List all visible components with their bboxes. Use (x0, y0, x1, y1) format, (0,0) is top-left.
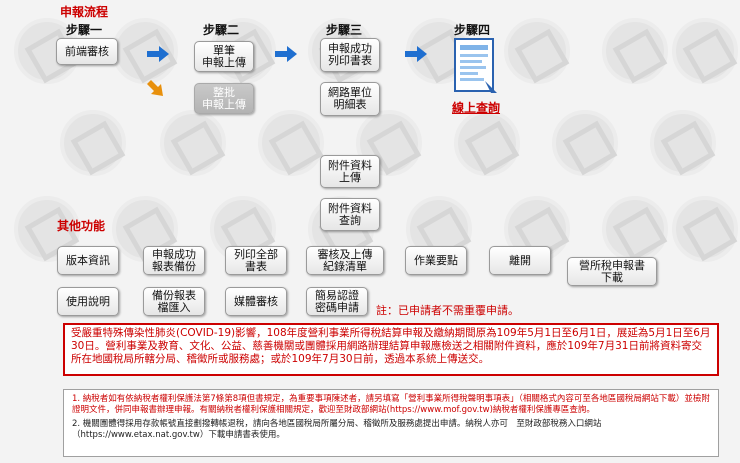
watermark-seal (60, 110, 126, 176)
attachment-query-button[interactable]: 附件資料 查詢 (320, 198, 380, 231)
online-unit-list-button[interactable]: 網路單位 明細表 (320, 82, 380, 116)
arrow-right-icon (275, 46, 297, 62)
print-success-report-button[interactable]: 申報成功 列印書表 (320, 38, 380, 72)
step-one-label: 步驟一 (66, 23, 103, 37)
watermark-seal (258, 110, 324, 176)
watermark-seal (552, 110, 618, 176)
watermark-seal (454, 110, 520, 176)
batch-upload-button: 整批 申報上傳 (194, 83, 254, 114)
watermark-seal (672, 196, 738, 262)
single-upload-button[interactable]: 單筆 申報上傳 (194, 41, 254, 72)
step-three-label: 步驟三 (326, 23, 363, 37)
covid-notice: 受嚴重特殊傳染性肺炎(COVID-19)影響，108年度營利事業所得稅結算申報及… (63, 323, 719, 376)
watermark-seal (602, 196, 668, 262)
simple-auth-password-button[interactable]: 簡易認證 密碼申請 (306, 287, 368, 316)
tax-form-download-button[interactable]: 營所稅申報書 下載 (567, 257, 657, 286)
watermark-seal (602, 18, 668, 84)
online-query-link[interactable]: 線上查詢 (452, 101, 501, 115)
watermark-seal (672, 18, 738, 84)
step-four-label: 步驟四 (454, 23, 491, 37)
audit-upload-log-button[interactable]: 審核及上傳 紀錄清單 (306, 246, 384, 275)
info-notice-box: 1. 納稅者如有依納稅者權利保護法第7條第8項但書規定，為重要事項陳述者，請另填… (63, 389, 719, 457)
report-backup-button[interactable]: 申報成功 報表備份 (143, 246, 205, 275)
arrow-right-icon (405, 46, 427, 62)
online-query-document-icon[interactable] (451, 37, 499, 95)
info-notice-line-1: 1. 納稅者如有依納稅者權利保護法第7條第8項但書規定，為重要事項陳述者，請另填… (72, 394, 710, 415)
arrow-right-icon (147, 46, 169, 62)
arrow-down-right-icon (147, 80, 163, 96)
info-notice-line-2: 2. 機關團體得採用存款帳號直接劃撥轉帳退稅，請向各地區國稅局所屬分局、稽徵所及… (72, 419, 602, 440)
other-functions-title: 其他功能 (57, 219, 106, 233)
media-audit-button[interactable]: 媒體審核 (225, 287, 287, 316)
version-info-button[interactable]: 版本資訊 (57, 246, 119, 275)
watermark-seal (160, 110, 226, 176)
process-section-title: 申報流程 (60, 5, 109, 19)
print-all-forms-button[interactable]: 列印全部 書表 (225, 246, 287, 275)
attachment-upload-button[interactable]: 附件資料 上傳 (320, 155, 380, 188)
user-guide-button[interactable]: 使用說明 (57, 287, 119, 316)
watermark-seal (650, 110, 716, 176)
operation-guidelines-button[interactable]: 作業要點 (405, 246, 467, 275)
step-two-label: 步驟二 (203, 23, 240, 37)
exit-button[interactable]: 離開 (489, 246, 551, 275)
watermark-seal (504, 18, 570, 84)
watermark-seal (14, 196, 80, 262)
backup-import-button[interactable]: 備份報表 檔匯入 (143, 287, 205, 316)
pre-review-button[interactable]: 前端審核 (56, 38, 118, 65)
note-text: 註：已申請者不需重覆申請。 (376, 304, 519, 317)
